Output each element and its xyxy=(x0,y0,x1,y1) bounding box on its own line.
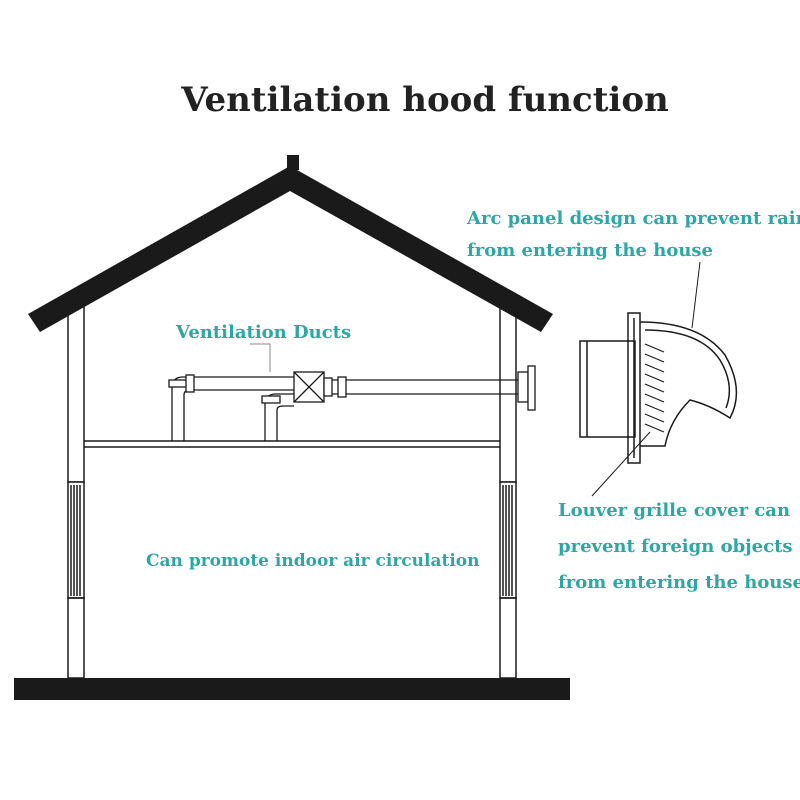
hood-detail xyxy=(579,312,738,464)
louver-pointer-line xyxy=(591,431,651,497)
arc-panel-label: Arc panel design can prevent rain from e… xyxy=(467,203,800,267)
right-wall xyxy=(499,305,517,679)
louver-label-line-3: from entering the house xyxy=(558,572,800,593)
louver-label-line-1: Louver grille cover can xyxy=(558,500,791,521)
louver-grille-label: Louver grille cover can prevent foreign … xyxy=(558,493,800,601)
arc-pointer-line xyxy=(691,261,701,329)
louver-label-line-2: prevent foreign objects xyxy=(558,536,793,557)
diagram-title: Ventilation hood function xyxy=(181,80,669,120)
left-wall xyxy=(67,305,85,679)
arc-panel-label-line-1: Arc panel design can prevent rain xyxy=(467,208,800,229)
ducts-pointer-line xyxy=(250,343,271,372)
ventilation-ducts-label: Ventilation Ducts xyxy=(176,322,352,343)
arc-panel-label-line-2: from entering the house xyxy=(467,240,713,261)
air-circulation-label: Can promote indoor air circulation xyxy=(146,551,480,571)
ventilation-ducts xyxy=(168,365,536,441)
roof xyxy=(28,155,553,332)
floor xyxy=(14,678,570,700)
ceiling xyxy=(84,440,500,448)
